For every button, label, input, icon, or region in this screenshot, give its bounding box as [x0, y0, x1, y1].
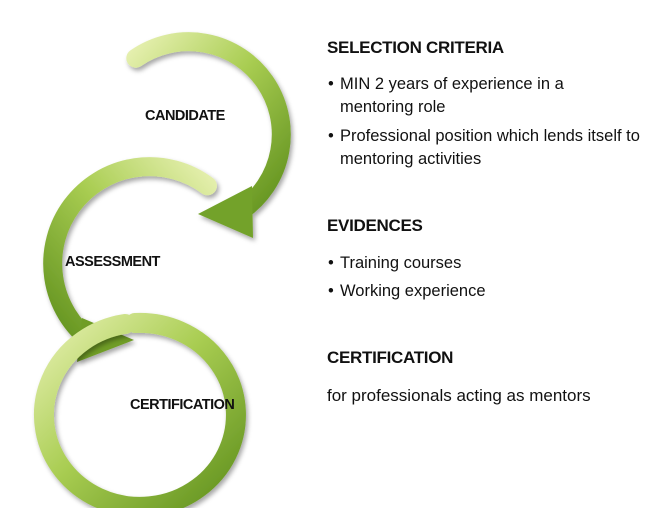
selection-criteria-section: SELECTION CRITERIA MIN 2 years of experi… — [327, 38, 655, 171]
certification-section: CERTIFICATION for professionals acting a… — [327, 348, 655, 408]
candidate-arrowhead — [198, 186, 253, 238]
list-item: Professional position which lends itself… — [327, 125, 658, 171]
list-item: Training courses — [327, 252, 655, 275]
selection-criteria-heading: SELECTION CRITERIA — [327, 38, 504, 57]
certification-arrow-ring — [33, 312, 246, 508]
certification-description: for professionals acting as mentors — [327, 386, 591, 405]
selection-criteria-list: MIN 2 years of experience in a mentoring… — [327, 73, 655, 171]
candidate-circular-arrow — [126, 32, 291, 238]
certification-heading: CERTIFICATION — [327, 348, 454, 367]
candidate-arrow-ring — [126, 32, 291, 221]
evidences-heading: EVIDENCES — [327, 216, 423, 235]
stage-label-certification: CERTIFICATION — [130, 397, 235, 413]
list-item: MIN 2 years of experience in a mentoring… — [327, 73, 570, 119]
evidences-list: Training courses Working experience — [327, 252, 655, 303]
assessment-arrow-ring — [43, 157, 217, 351]
list-item: Working experience — [327, 280, 655, 303]
evidences-section: EVIDENCES Training courses Working exper… — [327, 216, 655, 303]
stage-label-assessment: ASSESSMENT — [65, 254, 160, 270]
certification-circular-arrow — [33, 312, 246, 508]
stage-label-candidate: CANDIDATE — [145, 108, 225, 124]
